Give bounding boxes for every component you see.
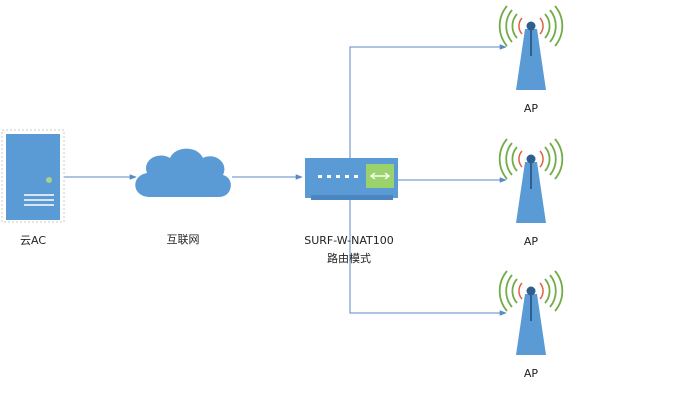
connectors xyxy=(64,44,507,316)
access-point-icon xyxy=(498,270,564,355)
router-icon xyxy=(305,158,398,200)
link-router-ap-bottom xyxy=(349,198,507,316)
router-model-label: SURF-W-NAT100 xyxy=(304,234,394,247)
ap-middle-label: AP xyxy=(524,235,539,248)
access-point-icon xyxy=(498,5,564,90)
router-mode-label: 路由模式 xyxy=(327,251,371,265)
access-point-icon xyxy=(498,138,564,223)
cloud-ac-server-icon xyxy=(1,129,65,223)
internet-label: 互联网 xyxy=(167,233,200,246)
link-router-ap-top xyxy=(349,44,507,198)
cloud-ac-label: 云AC xyxy=(20,234,46,247)
internet-cloud-icon xyxy=(135,148,231,197)
ap-top-label: AP xyxy=(524,102,539,115)
ap-bottom-label: AP xyxy=(524,367,539,380)
